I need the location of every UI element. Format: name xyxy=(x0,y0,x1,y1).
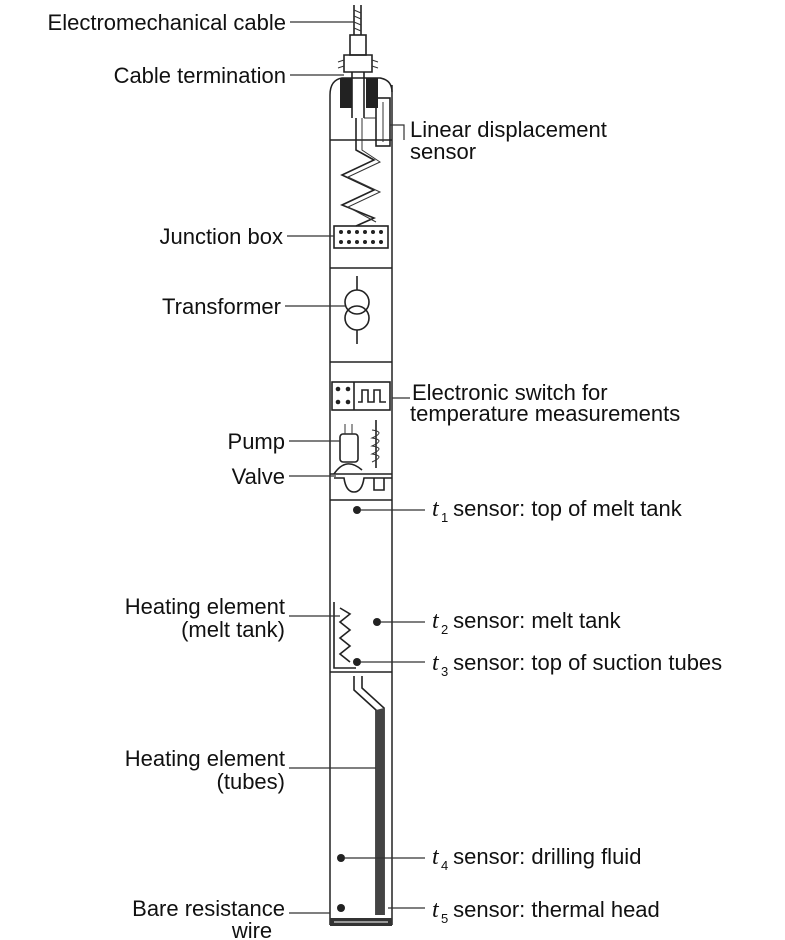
label-heating-element-melt-1: Heating element xyxy=(125,594,285,619)
cable-termination-graphic xyxy=(337,34,379,118)
sensor-t2-dot xyxy=(373,618,381,626)
label-bare-resistance-1: Bare resistance xyxy=(132,896,285,921)
cable-coil-graphic xyxy=(340,118,382,227)
transformer-graphic xyxy=(344,276,370,344)
sensor-label-t3: t 3 sensor: top of suction tubes xyxy=(432,650,722,679)
label-valve: Valve xyxy=(232,464,285,489)
label-electronic-switch-2: temperature measurements xyxy=(410,401,680,426)
tube-heater-graphic xyxy=(353,676,385,915)
pump-valve-graphic xyxy=(333,420,392,493)
linear-displacement-sensor-graphic xyxy=(364,97,391,147)
svg-text:t: t xyxy=(432,897,440,923)
svg-text:1: 1 xyxy=(441,510,448,525)
svg-text:t: t xyxy=(432,844,440,870)
label-cable-termination: Cable termination xyxy=(114,63,286,88)
svg-text:sensor: top of suction tubes: sensor: top of suction tubes xyxy=(447,650,722,675)
svg-text:sensor: thermal head: sensor: thermal head xyxy=(447,897,660,922)
svg-text:t: t xyxy=(432,496,440,522)
label-electromechanical-cable: Electromechanical cable xyxy=(48,10,286,35)
label-linear-displacement-1: Linear displacement xyxy=(410,117,607,142)
svg-text:sensor: drilling fluid: sensor: drilling fluid xyxy=(447,844,641,869)
drill-body xyxy=(329,77,393,925)
thermal-head-graphic xyxy=(330,918,392,926)
svg-text:t: t xyxy=(432,650,440,676)
label-heating-element-tubes-2: (tubes) xyxy=(217,769,285,794)
svg-text:3: 3 xyxy=(441,664,448,679)
sensor-t1-dot xyxy=(353,506,361,514)
sensor-label-t1: t 1 sensor: top of melt tank xyxy=(432,496,683,525)
svg-text:sensor: melt tank: sensor: melt tank xyxy=(447,608,622,633)
label-heating-element-tubes-1: Heating element xyxy=(125,746,285,771)
label-linear-displacement-2: sensor xyxy=(410,139,476,164)
sensor-t4-dot xyxy=(337,854,345,862)
svg-text:2: 2 xyxy=(441,622,448,637)
electromechanical-cable-graphic xyxy=(353,5,362,35)
left-labels: Electromechanical cable Cable terminatio… xyxy=(48,10,286,940)
melt-tank-heater-graphic xyxy=(333,602,356,669)
svg-text:t: t xyxy=(432,608,440,634)
junction-box-graphic xyxy=(333,225,389,249)
sensor-label-t4: t 4 sensor: drilling fluid xyxy=(432,844,641,873)
right-labels: Linear displacement sensor Electronic sw… xyxy=(410,117,722,926)
svg-text:4: 4 xyxy=(441,858,448,873)
label-pump: Pump xyxy=(228,429,285,454)
svg-text:5: 5 xyxy=(441,911,448,926)
svg-text:sensor: top of melt tank: sensor: top of melt tank xyxy=(447,496,683,521)
label-transformer: Transformer xyxy=(162,294,281,319)
sensor-label-t5: t 5 sensor: thermal head xyxy=(432,897,660,926)
electronic-switch-graphic xyxy=(331,381,391,411)
label-heating-element-melt-2: (melt tank) xyxy=(181,617,285,642)
sensor-label-t2: t 2 sensor: melt tank xyxy=(432,608,622,637)
label-junction-box: Junction box xyxy=(159,224,283,249)
sensor-dots xyxy=(337,506,381,912)
sensor-t5-dot xyxy=(337,904,345,912)
label-electronic-switch-1: Electronic switch for xyxy=(412,380,608,405)
leader-lines xyxy=(285,21,425,914)
sensor-t3-dot xyxy=(353,658,361,666)
label-bare-resistance-2: wire xyxy=(231,918,272,940)
